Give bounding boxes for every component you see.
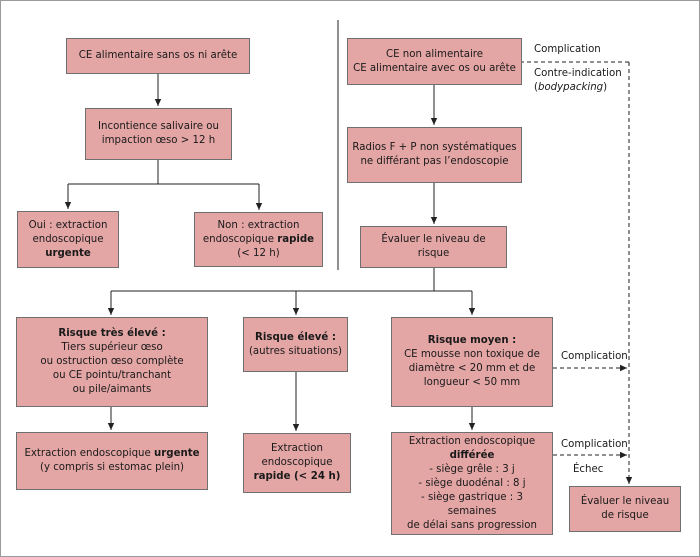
node-oui-extraction-urgente: Oui : extraction endoscopique urgente — [17, 211, 119, 268]
label-complication-differee: Complication — [561, 439, 628, 450]
node-evaluer-risque: Évaluer le niveau de risque — [360, 226, 507, 268]
node-incontience: Incontience salivaire ou impaction œso >… — [85, 108, 232, 160]
node-risque-eleve: Risque élevé : (autres situations) — [243, 317, 348, 372]
node-evaluer-bottom: Évaluer le niveau de risque — [569, 486, 681, 532]
node-risque-moyen: Risque moyen : CE mousse non toxique de … — [391, 317, 553, 407]
node-risque-tres-eleve: Risque très élevé : Tiers supérieur œso … — [16, 317, 208, 407]
node-non-extraction-rapide: Non : extraction endoscopique rapide (< … — [194, 212, 323, 267]
node-extraction-rapide: Extraction endoscopique rapide (< 24 h) — [243, 433, 351, 493]
label-echec: Échec — [573, 464, 604, 475]
label-complication-top: Complication — [534, 44, 601, 55]
node-extraction-urgente: Extraction endoscopique urgente (y compr… — [16, 432, 208, 490]
label-contre-indication: Contre-indication — [534, 68, 622, 79]
node-ce-alimentaire: CE alimentaire sans os ni arête — [66, 38, 250, 74]
label-bodypacking: (bodypacking) — [534, 82, 608, 93]
node-radios: Radios F + P non systématiques ne différ… — [347, 127, 522, 183]
node-ce-non-alimentaire: CE non alimentaire CE alimentaire avec o… — [347, 38, 522, 85]
label-complication-moyen: Complication — [561, 351, 628, 362]
node-extraction-differee: Extraction endoscopique différée - siège… — [391, 432, 553, 535]
